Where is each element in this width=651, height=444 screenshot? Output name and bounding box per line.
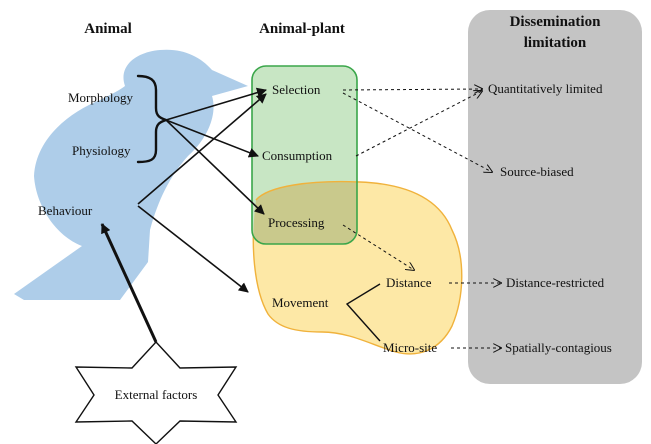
header-animal: Animal (84, 21, 132, 37)
arrow-external-to-behaviour (100, 223, 158, 343)
label-physiology: Physiology (72, 143, 131, 158)
arrow-behaviour-to-movement (137, 205, 249, 293)
header-dissemination-2: limitation (524, 35, 587, 51)
dashed-consumption-to-quantitative (355, 91, 482, 157)
label-spatially-contagious: Spatially-contagious (505, 340, 612, 355)
dashed-selection-to-source (342, 92, 492, 172)
external-factors-star (74, 340, 238, 444)
dashed-selection-to-quantitative (342, 89, 482, 90)
yellow-outline-over (255, 180, 357, 231)
dissemination-panel (468, 10, 642, 384)
movement-fork (345, 283, 381, 342)
label-processing: Processing (268, 215, 325, 230)
bird-silhouette (14, 49, 248, 300)
label-external-factors: External factors (115, 387, 198, 402)
label-behaviour: Behaviour (38, 203, 93, 218)
label-micro-site: Micro-site (383, 340, 437, 355)
arrow-traits-to-processing (165, 119, 265, 215)
dashed-processing-to-distance (342, 224, 414, 270)
label-movement: Movement (272, 295, 329, 310)
label-distance: Distance (386, 275, 432, 290)
header-animal-plant: Animal-plant (259, 21, 345, 37)
arrow-traits-to-selection (165, 87, 267, 121)
label-morphology: Morphology (68, 90, 134, 105)
header-dissemination-1: Dissemination (510, 14, 602, 30)
label-quantitatively-limited: Quantitatively limited (488, 81, 603, 96)
arrow-traits-to-consumption (165, 119, 259, 158)
arrow-behaviour-to-selection (137, 93, 267, 205)
label-consumption: Consumption (262, 148, 333, 163)
overlap-region (253, 181, 357, 244)
label-distance-restricted: Distance-restricted (506, 275, 605, 290)
label-selection: Selection (272, 82, 321, 97)
label-source-biased: Source-biased (500, 164, 574, 179)
